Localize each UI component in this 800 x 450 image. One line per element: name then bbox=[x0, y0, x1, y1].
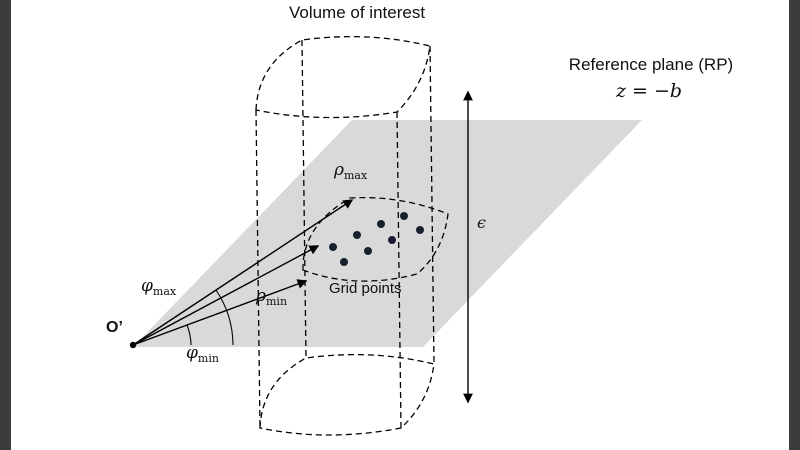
equation-z: z bbox=[615, 80, 626, 102]
grid-point bbox=[364, 247, 372, 255]
reference-plane-surface bbox=[133, 120, 642, 347]
left-letterbox bbox=[0, 0, 11, 450]
phi-max-arc bbox=[215, 289, 234, 346]
grid-point bbox=[388, 236, 396, 244]
inner-radius-arrow bbox=[132, 245, 320, 346]
grid-point bbox=[340, 258, 348, 266]
equation-b: b bbox=[669, 80, 683, 102]
phi-min-label: φmin bbox=[186, 344, 219, 365]
volume-top-section bbox=[255, 36, 431, 119]
rho-min-subscript: min bbox=[266, 295, 288, 309]
reference-plane-label: Reference plane (RP) bbox=[568, 55, 734, 74]
phi-max-label: φmax bbox=[141, 277, 176, 298]
grid-points-group bbox=[329, 212, 424, 266]
rho-min-arrow bbox=[132, 279, 308, 346]
volume-vertical-edge-1 bbox=[301, 39, 307, 359]
volume-mid-section bbox=[302, 196, 449, 282]
phi-max-subscript: max bbox=[152, 285, 177, 299]
equation-rel: = − bbox=[625, 80, 670, 102]
origin-label: O’ bbox=[106, 319, 123, 336]
rho-symbol: ρ bbox=[334, 160, 344, 180]
phi-symbol: φ bbox=[186, 343, 198, 363]
grid-point bbox=[400, 212, 408, 220]
plane-equation: z = −b bbox=[616, 81, 682, 102]
grid-points-label: Grid points bbox=[329, 280, 402, 297]
rho-min-label: ρmin bbox=[256, 287, 287, 308]
rho-symbol: ρ bbox=[256, 286, 266, 306]
grid-point bbox=[416, 226, 424, 234]
rho-max-arrow bbox=[132, 199, 354, 346]
volume-vertical-edge-3 bbox=[429, 45, 435, 365]
rho-max-label: ρmax bbox=[334, 161, 367, 182]
grid-point bbox=[377, 220, 385, 228]
phi-min-arc bbox=[186, 324, 192, 346]
volume-bottom-section bbox=[259, 354, 435, 436]
grid-point bbox=[329, 243, 337, 251]
epsilon-label: ϵ bbox=[477, 213, 486, 232]
origin-point bbox=[129, 341, 137, 349]
phi-min-subscript: min bbox=[197, 352, 219, 366]
rho-max-subscript: max bbox=[344, 169, 368, 183]
volume-vertical-edge-2 bbox=[255, 109, 261, 429]
volume-vertical-edge-4 bbox=[396, 111, 402, 429]
figure-title: Volume of interest bbox=[288, 3, 426, 22]
right-letterbox bbox=[789, 0, 800, 450]
grid-point bbox=[353, 231, 361, 239]
phi-symbol: φ bbox=[141, 276, 153, 296]
